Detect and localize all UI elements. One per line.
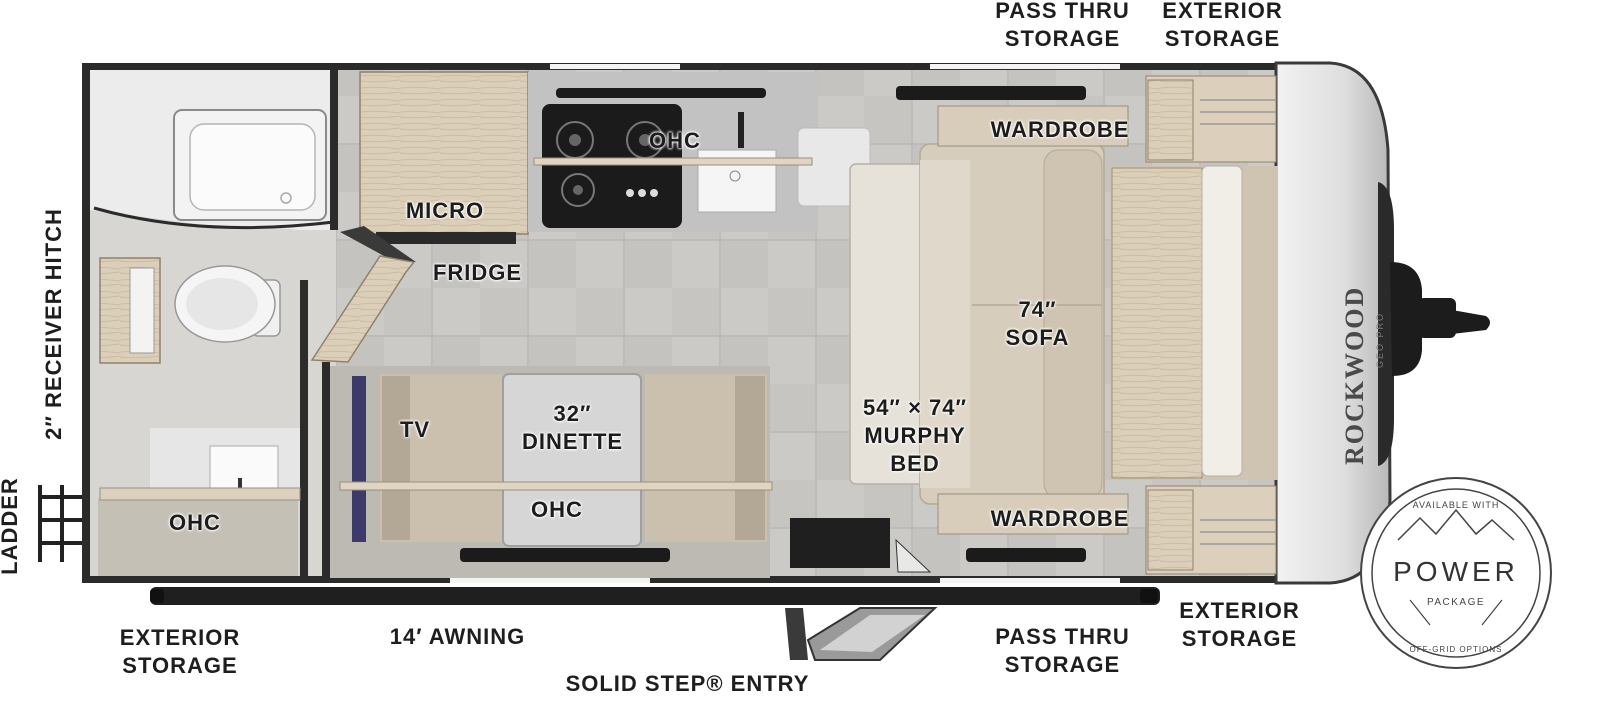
label-awning: 14′ AWNING — [389, 624, 526, 649]
label-solid-step-entry: SOLID STEP® ENTRY — [565, 671, 810, 696]
label-line: EXTERIOR — [119, 625, 241, 650]
label-tv: TV — [399, 417, 431, 442]
brand-name: ROCKWOOD — [1340, 286, 1369, 465]
badge-title: POWER — [1393, 556, 1519, 587]
badge-top-text: AVAILABLE WITH — [1413, 500, 1500, 510]
label-line: 74″ — [1018, 297, 1057, 322]
label-line: EXTERIOR — [1162, 0, 1283, 23]
badge-subtitle: PACKAGE — [1427, 597, 1485, 608]
label-pass-thru-storage-top: PASS THRU STORAGE — [990, 0, 1135, 53]
label-dinette: 32″ DINETTE — [505, 400, 640, 456]
label-line: 54″ × 74″ — [862, 395, 968, 420]
label-line: STORAGE — [1164, 26, 1281, 51]
label-pass-thru-storage-bottom: PASS THRU STORAGE — [990, 623, 1135, 679]
label-line: STORAGE — [1004, 652, 1121, 677]
label-micro: MICRO — [405, 198, 485, 223]
brand-model: GEO PRO — [1375, 312, 1385, 368]
tv — [352, 376, 366, 542]
label-line: DINETTE — [521, 429, 624, 454]
micro-cabinet — [359, 71, 529, 235]
stove — [542, 104, 682, 228]
label-ohc-kitchen: OHC — [649, 128, 701, 153]
label-exterior-storage-top: EXTERIOR STORAGE — [1155, 0, 1290, 53]
fridge — [310, 255, 416, 363]
wardrobe-top — [937, 105, 1129, 147]
label-line: STORAGE — [122, 653, 238, 678]
label-fridge: FRIDGE — [432, 260, 523, 285]
power-package-badge: AVAILABLE WITH POWER PACKAGE OFF-GRID OP… — [1360, 477, 1552, 669]
label-exterior-storage-bottom-left: EXTERIOR STORAGE — [110, 624, 250, 680]
label-line: PASS THRU — [995, 624, 1130, 649]
dinette-table — [502, 373, 642, 547]
label-line: EXTERIOR — [1179, 598, 1300, 623]
hitch — [1390, 262, 1490, 376]
label-ohc-bath: OHC — [169, 510, 221, 535]
wardrobe-bottom — [937, 493, 1129, 535]
awning — [150, 587, 1160, 605]
label-ladder: LADDER — [0, 477, 22, 575]
label-exterior-storage-bottom-right: EXTERIOR STORAGE — [1172, 597, 1307, 653]
label-receiver-hitch: 2″ RECEIVER HITCH — [41, 208, 66, 440]
label-line: MURPHY — [864, 423, 966, 448]
label-wardrobe-top: WARDROBE — [990, 117, 1130, 142]
label-wardrobe-bottom: WARDROBE — [990, 506, 1130, 531]
label-line: STORAGE — [1181, 626, 1298, 651]
label-line: 32″ — [553, 401, 592, 426]
label-ohc-dinette: OHC — [531, 497, 583, 522]
badge-bottom-text: OFF-GRID OPTIONS — [1410, 645, 1503, 654]
toilet — [174, 265, 281, 343]
label-murphy-bed: 54″ × 74″ MURPHY BED — [840, 394, 990, 478]
label-sofa: 74″ SOFA — [990, 296, 1085, 352]
label-line: PASS THRU — [995, 0, 1130, 23]
label-line: SOFA — [1005, 325, 1070, 350]
label-line: BED — [890, 451, 940, 476]
ohc-kitchen-shelf — [533, 157, 813, 166]
front-cap — [1274, 61, 1392, 585]
label-line: STORAGE — [1004, 26, 1121, 51]
entry-step — [785, 607, 938, 661]
ladder — [38, 485, 84, 562]
ohc-dinette-shelf — [339, 481, 773, 491]
